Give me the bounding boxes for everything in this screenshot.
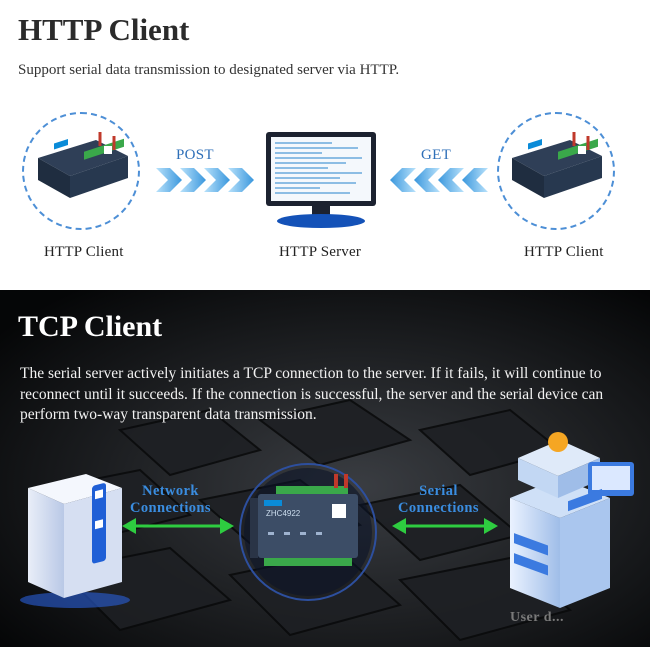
server-tower-icon [20,474,130,608]
right-device-ring [497,112,615,230]
user-devices-label: User d... [510,610,565,625]
server-label: HTTP Server [279,244,362,260]
tcp-description: The serial server actively initiates a T… [20,365,604,423]
left-device-ring [22,112,140,230]
network-bidirectional-arrow-icon [122,518,234,534]
http-subtitle: Support serial data transmission to desi… [18,62,400,78]
left-client-label: HTTP Client [44,244,124,260]
tcp-serial-device-icon: ZHC4922 [239,463,377,601]
svg-text:ZHC4922: ZHC4922 [266,509,301,518]
tcp-section: TCP Client The serial server actively in… [0,290,650,647]
network-label: Network Connections [130,483,211,517]
http-title: HTTP Client [18,12,190,47]
network-label-line2: Connections [130,500,211,516]
post-arrows-icon [156,168,254,192]
http-section: HTTP Client Support serial data transmis… [0,0,650,290]
left-serial-device-icon [38,132,128,198]
tcp-title: TCP Client [18,310,163,343]
serial-label-line2: Connections [398,500,479,516]
get-label: GET [421,147,452,163]
right-client-label: HTTP Client [524,244,604,260]
serial-label: Serial Connections [398,483,479,517]
user-devices-icon [510,432,634,608]
network-label-line1: Network [142,483,199,499]
serial-bidirectional-arrow-icon [392,518,498,534]
serial-label-line1: Serial [419,483,458,499]
server-monitor-icon [266,132,376,228]
post-label: POST [176,147,214,163]
right-serial-device-icon [512,132,602,198]
get-arrows-icon [390,168,488,192]
